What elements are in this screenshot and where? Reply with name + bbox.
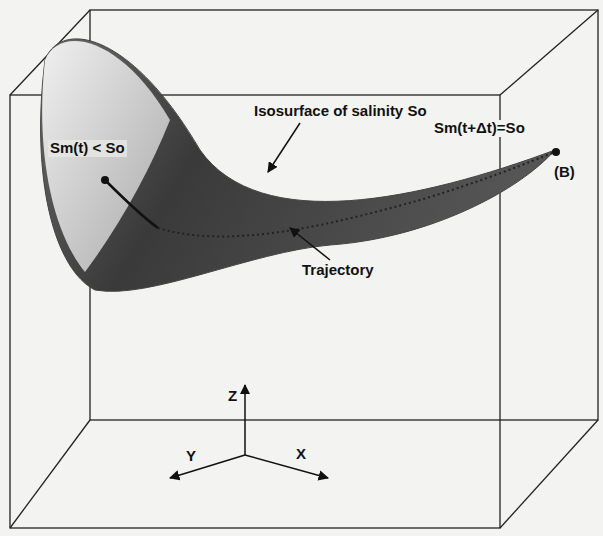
axis-label: Y bbox=[184, 448, 198, 465]
leader-arrow bbox=[268, 123, 300, 172]
trajectory-solid bbox=[105, 180, 158, 228]
bounding-box bbox=[10, 10, 598, 528]
axis-label: X bbox=[294, 446, 308, 463]
end-dot bbox=[552, 148, 560, 156]
isosurface-inner bbox=[42, 41, 170, 272]
condition-label: Sm(t+Δt)=So bbox=[432, 120, 527, 137]
point-label: (B) bbox=[552, 164, 577, 181]
isosurface bbox=[41, 39, 555, 291]
trajectory-label: Trajectory bbox=[300, 262, 376, 279]
condition-label: Sm(t) < So bbox=[48, 140, 127, 157]
surface-label: Isosurface of salinity So bbox=[252, 103, 429, 120]
start-dot bbox=[101, 176, 109, 184]
axis-label: Z bbox=[226, 388, 239, 405]
trajectory-dotted bbox=[158, 152, 555, 236]
axes bbox=[170, 385, 328, 478]
leader-arrow bbox=[290, 228, 330, 260]
